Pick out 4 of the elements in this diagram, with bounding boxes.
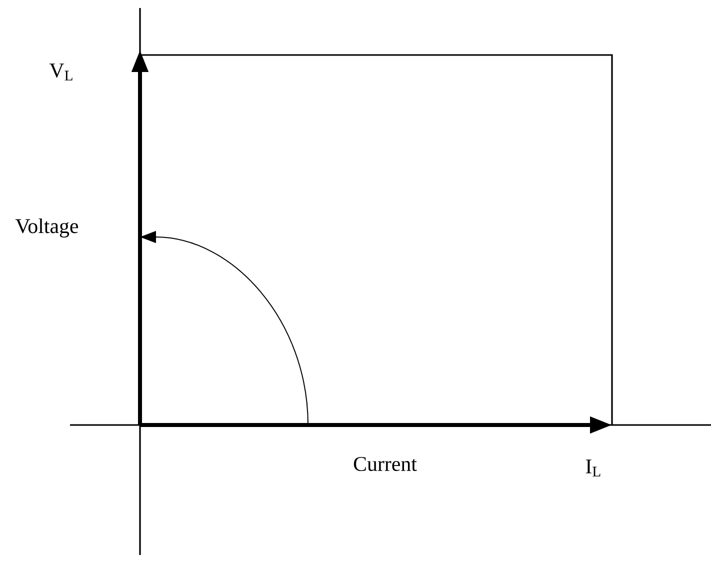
axis-label: I$_{L}$ — [586, 460, 600, 476]
axis-label: Voltage — [15, 218, 78, 238]
axis-label: Current — [354, 456, 417, 472]
axis-label: V$_{L}$ — [49, 64, 72, 80]
